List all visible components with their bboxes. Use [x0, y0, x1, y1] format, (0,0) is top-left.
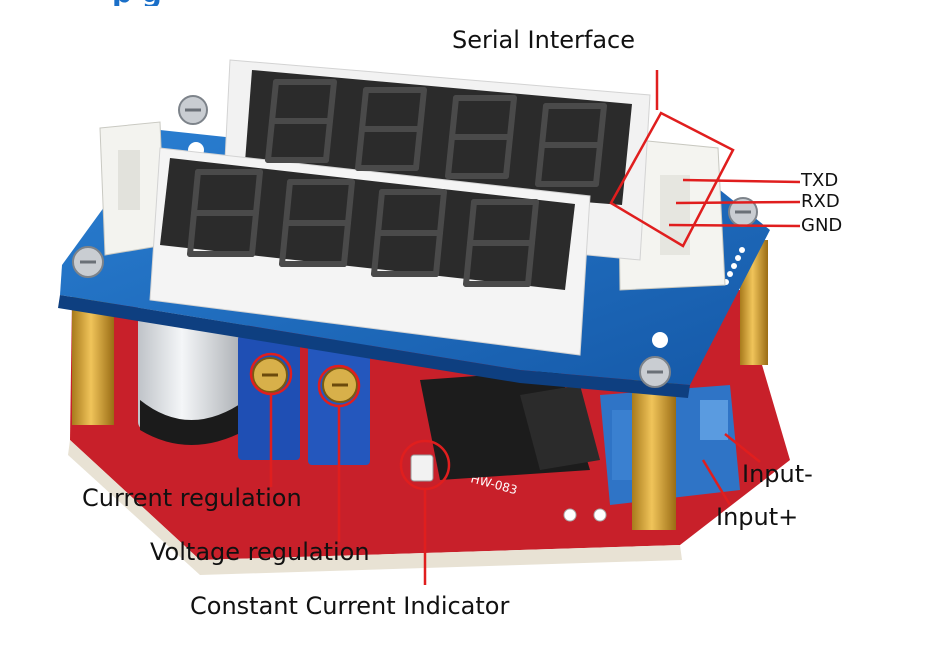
title-text: p g [112, 0, 162, 6]
annotation-lines [249, 70, 801, 585]
serial-interface-label: Serial Interface [452, 26, 635, 54]
rxd-label: RXD [801, 191, 840, 212]
seven-segment-digits [187, 79, 607, 287]
input-plus-label: Input+ [716, 503, 799, 531]
inductor [420, 370, 600, 480]
indicator-led [410, 454, 434, 482]
constant-current-indicator-label: Constant Current Indicator [190, 592, 510, 620]
txd-label: TXD [801, 170, 839, 191]
side-connector [99, 121, 166, 256]
input-minus-label: Input- [742, 460, 813, 488]
voltage-regulation-label: Voltage regulation [150, 538, 370, 566]
current-regulation-label: Current regulation [82, 484, 302, 512]
voltage-potentiometer [308, 340, 370, 465]
gnd-label: GND [801, 215, 843, 236]
title-fragment: p g [112, 0, 752, 6]
